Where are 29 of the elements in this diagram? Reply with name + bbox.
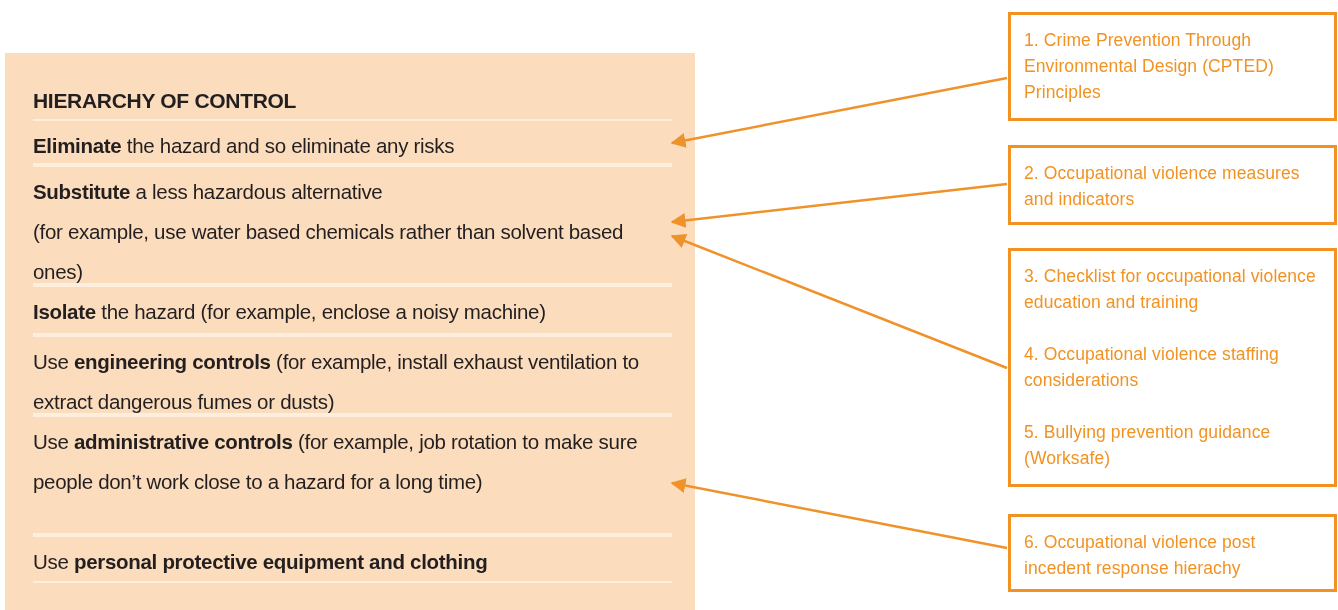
reference-text: 6. Occupational violence post incedent response hierachy — [1024, 531, 1257, 580]
reference-box — [1008, 248, 1337, 487]
reference-box — [1008, 514, 1337, 592]
control-row — [33, 285, 672, 335]
control-text: Eliminate the hazard and so eliminate any risks — [33, 133, 456, 159]
control-text: Use engineering controls (for example, install exhaust ventilation to extract dangerous fumes or dusts) — [33, 349, 640, 415]
control-row — [33, 165, 672, 285]
arrow — [670, 76, 1008, 148]
control-text: Substitute a less hazardous alternative — [33, 179, 384, 205]
hierarchy-panel — [5, 53, 695, 610]
arrow — [670, 182, 1008, 228]
arrow — [670, 478, 1008, 550]
control-row — [33, 335, 672, 415]
reference-box — [1008, 12, 1337, 121]
control-row — [33, 415, 672, 535]
reference-text: 5. Bullying prevention guidance (Worksafe) — [1024, 421, 1272, 470]
control-text: Use personal protective equipment and clothing — [33, 549, 489, 575]
control-row — [33, 119, 672, 165]
control-text: Use administrative controls (for example, job rotation to make sure people don’t work close to a hazard for a long time) — [33, 429, 639, 495]
reference-text: 2. Occupational violence measures and indicators — [1024, 162, 1301, 211]
reference-text: 4. Occupational violence staffing considerations — [1024, 343, 1280, 392]
control-text: (for example, use water based chemicals rather than solvent based ones) — [33, 219, 625, 285]
panel-heading: HIERARCHY OF CONTROL — [33, 88, 297, 114]
arrow — [670, 233, 1008, 370]
control-row — [33, 535, 672, 583]
control-text: Isolate the hazard (for example, enclose a noisy machine) — [33, 299, 547, 325]
reference-box — [1008, 145, 1337, 225]
reference-text: 3. Checklist for occupational violence education and training — [1024, 265, 1317, 314]
reference-text: 1. Crime Prevention Through Environmental Design (CPTED) Principles — [1024, 29, 1275, 104]
